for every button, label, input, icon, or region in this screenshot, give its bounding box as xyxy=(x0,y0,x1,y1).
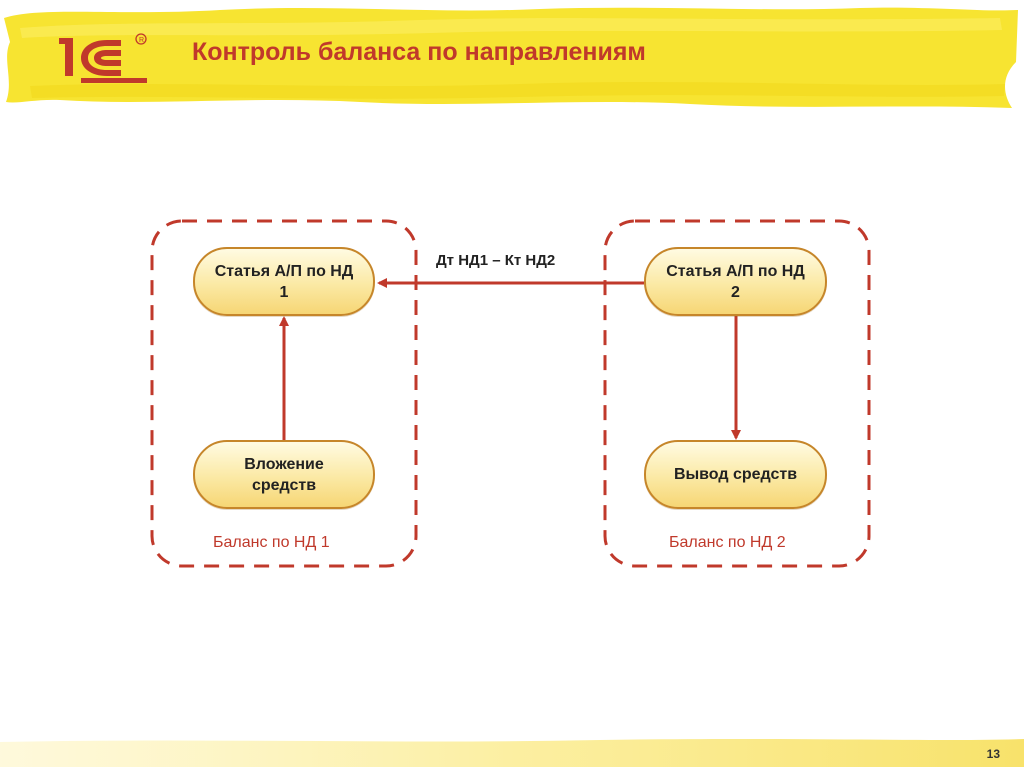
node-article-nd1-label: Статья А/П по НД 1 xyxy=(214,262,354,301)
node-article-nd1: Статья А/П по НД 1 xyxy=(193,247,375,316)
page-number: 13 xyxy=(986,747,1000,761)
node-withdrawal-label: Вывод средств xyxy=(673,466,798,483)
node-article-nd2-label: Статья А/П по НД 2 xyxy=(666,262,805,301)
svg-text:R: R xyxy=(139,37,144,44)
slide-title: Контроль баланса по направлениям xyxy=(192,38,646,66)
node-withdrawal: Вывод средств xyxy=(644,440,827,509)
group-box-balance-nd2 xyxy=(603,219,871,568)
footer-highlight xyxy=(0,739,1024,767)
group-label-balance-nd1: Баланс по НД 1 xyxy=(213,534,330,551)
group-label-balance-nd2: Баланс по НД 2 xyxy=(669,534,786,551)
node-investment-label: Вложение средств xyxy=(244,455,324,494)
1c-logo: R xyxy=(59,33,147,83)
node-article-nd2: Статья А/П по НД 2 xyxy=(644,247,827,316)
header-highlight xyxy=(4,7,1018,109)
node-investment: Вложение средств xyxy=(193,440,375,509)
edge-label-transfer: Дт НД1 – Кт НД2 xyxy=(436,252,556,269)
group-box-balance-nd1 xyxy=(150,219,418,568)
